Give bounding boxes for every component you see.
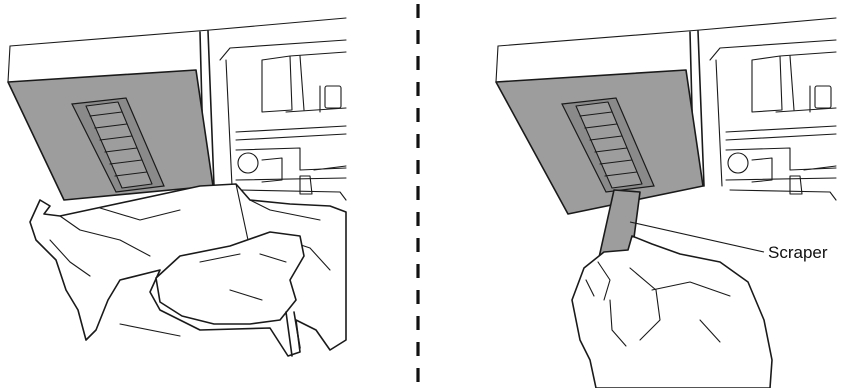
gray-plate-right xyxy=(496,70,703,214)
cloth-icon xyxy=(30,184,346,356)
right-panel: Scraper xyxy=(496,18,836,388)
left-panel xyxy=(8,18,346,356)
gray-plate-left xyxy=(8,70,213,200)
scraper-label: Scraper xyxy=(768,243,828,262)
scraper-cleaning-icon xyxy=(572,190,772,388)
